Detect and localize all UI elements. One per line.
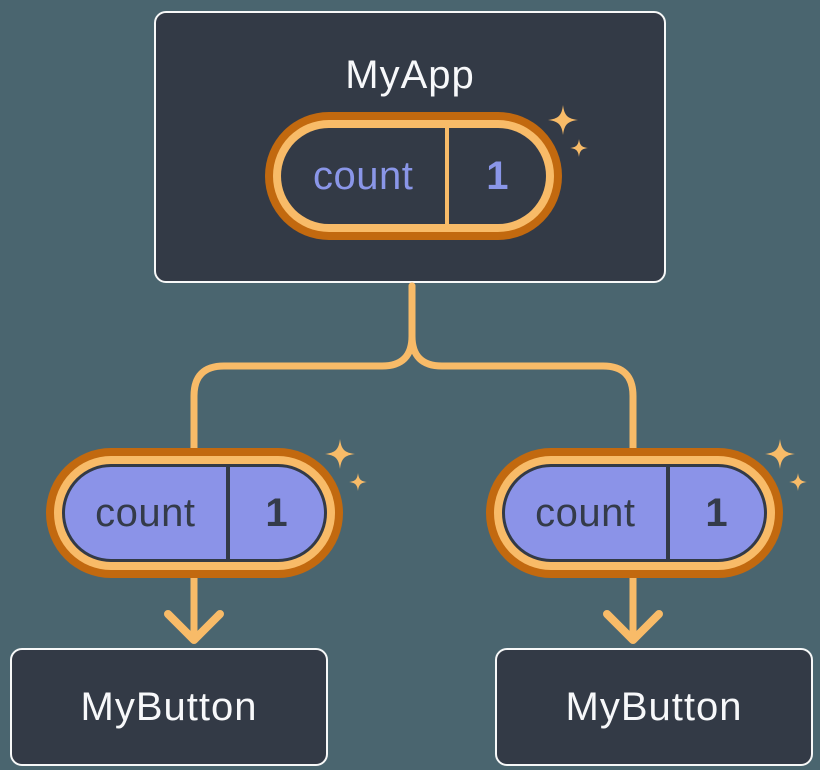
prop-name: count bbox=[95, 490, 196, 535]
pill-divider bbox=[665, 467, 670, 559]
prop-pill-body: count 1 bbox=[62, 464, 327, 562]
mybutton-right-title: MyButton bbox=[565, 684, 743, 729]
prop-pill-ring: count 1 bbox=[54, 456, 335, 570]
state-value: 1 bbox=[486, 153, 510, 198]
prop-value: 1 bbox=[265, 490, 289, 535]
prop-value: 1 bbox=[705, 490, 729, 535]
mybutton-left-title: MyButton bbox=[80, 684, 258, 729]
prop-pill-right: count 1 bbox=[486, 448, 783, 578]
state-pill-body: count 1 bbox=[281, 128, 546, 224]
arrowhead-right-icon bbox=[603, 610, 663, 644]
state-pill-root: count 1 bbox=[265, 112, 562, 240]
prop-pill-left: count 1 bbox=[46, 448, 343, 578]
pill-divider bbox=[225, 467, 230, 559]
state-pill-ring: count 1 bbox=[273, 120, 554, 232]
prop-pill-body: count 1 bbox=[502, 464, 767, 562]
prop-name: count bbox=[535, 490, 636, 535]
mybutton-card-right: MyButton bbox=[495, 648, 813, 766]
mybutton-card-left: MyButton bbox=[10, 648, 328, 766]
arrowhead-left-icon bbox=[164, 610, 224, 644]
state-name: count bbox=[312, 153, 414, 198]
prop-pill-ring: count 1 bbox=[494, 456, 775, 570]
myapp-title: MyApp bbox=[345, 53, 475, 97]
pill-divider bbox=[445, 128, 450, 224]
